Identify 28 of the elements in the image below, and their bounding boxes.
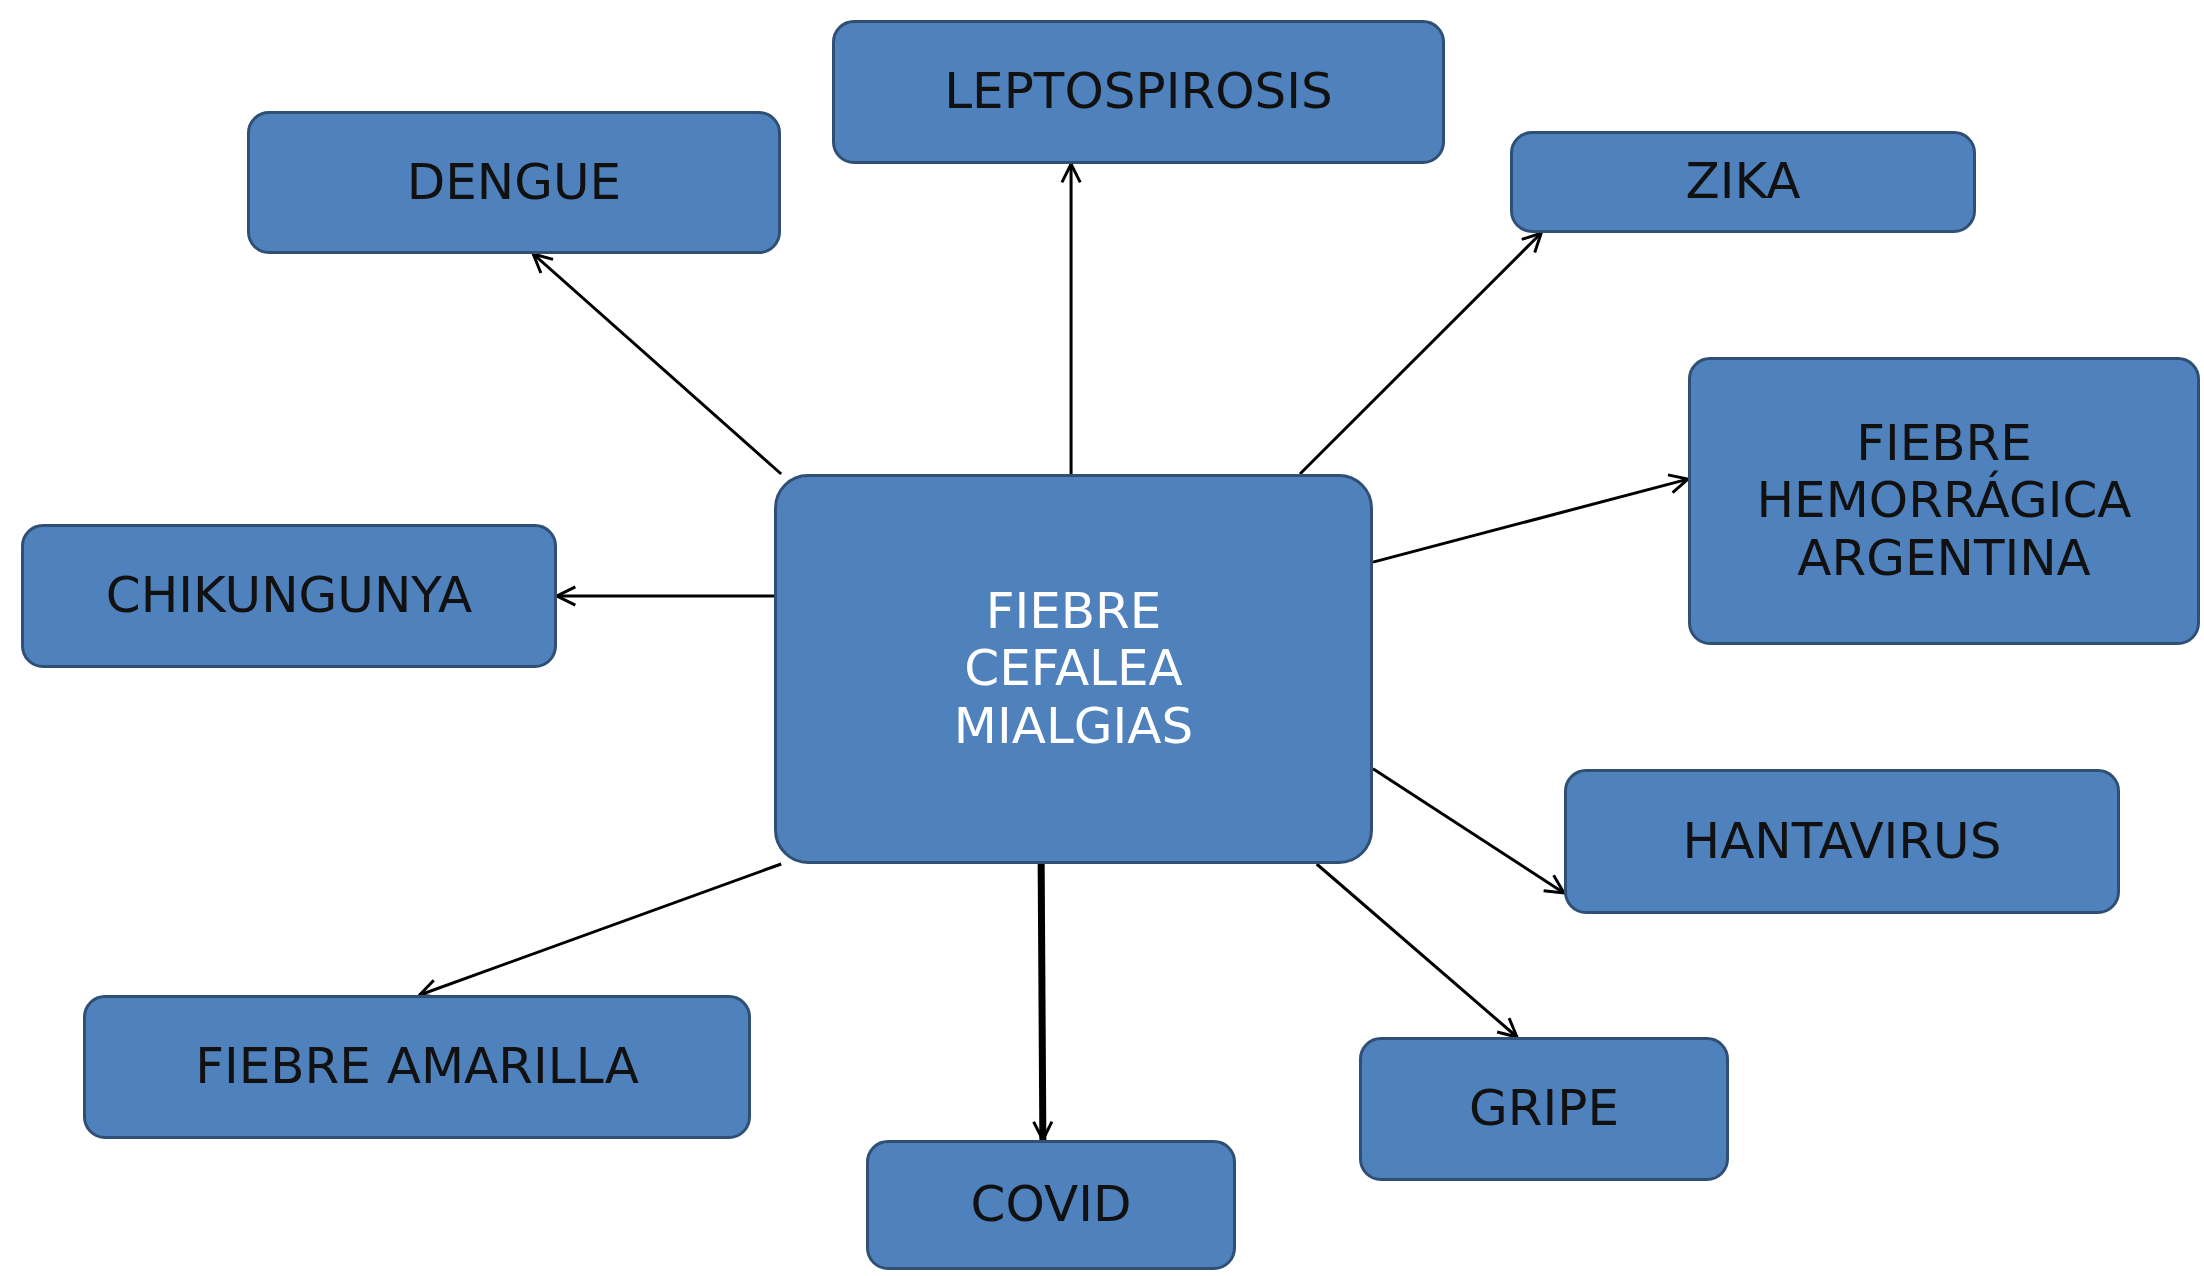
disease-name: GRIPE [1469, 1080, 1619, 1138]
arrow [1372, 473, 1690, 564]
arrow [1315, 862, 1519, 1039]
disease-name: CHIKUNGUNYA [105, 567, 473, 625]
disease-name: DENGUE [406, 153, 622, 212]
arrow [1372, 767, 1566, 895]
disease-box [1359, 1037, 1729, 1181]
disease-name: HANTAVIRUS [1682, 812, 2002, 871]
central-box [774, 474, 1373, 864]
disease-box [1688, 357, 2200, 645]
arrow [531, 252, 783, 476]
disease-box [21, 524, 557, 668]
disease-name: FIEBRE HEMORRÁGICA ARGENTINA [1755, 414, 2133, 588]
disease-box [1510, 131, 1976, 233]
disease-name: ZIKA [1685, 153, 1801, 211]
disease-box [83, 995, 751, 1139]
disease-box [247, 111, 781, 254]
arrow [1032, 863, 1054, 1142]
disease-name: FIEBRE AMARILLA [195, 1038, 639, 1096]
disease-name: COVID [970, 1176, 1132, 1234]
disease-name: LEPTOSPIROSIS [944, 63, 1333, 121]
arrow [555, 585, 774, 607]
symptom-text: FIEBRE CEFALEA MIALGIAS [952, 582, 1195, 756]
arrow [1060, 162, 1082, 474]
arrow [1298, 231, 1543, 476]
disease-box [1564, 769, 2120, 914]
disease-box [866, 1140, 1236, 1270]
disease-box [832, 20, 1445, 164]
